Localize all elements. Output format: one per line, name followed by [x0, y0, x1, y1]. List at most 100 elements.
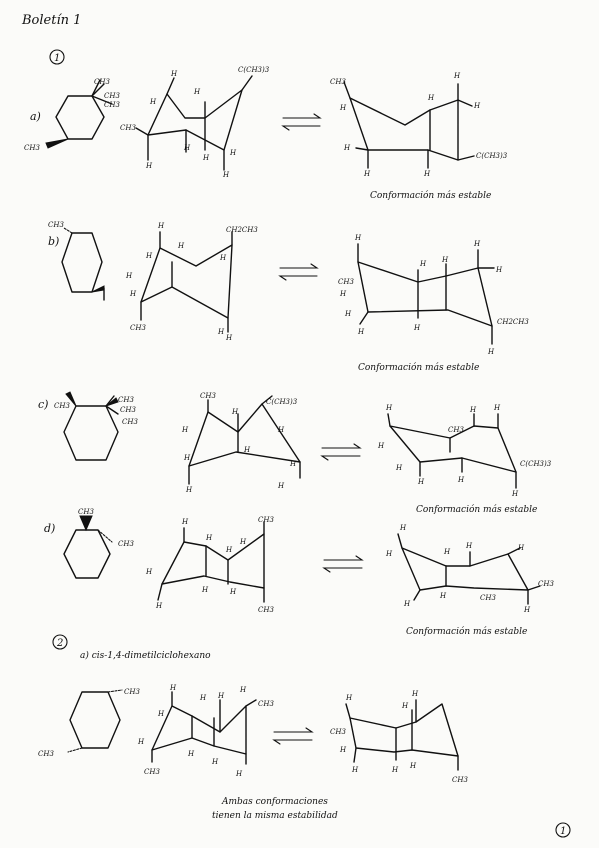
h-label: H: [243, 446, 251, 454]
a-chair2-tbu: C(CH3)3: [476, 152, 508, 160]
h-label: H: [399, 524, 407, 532]
h-label: H: [413, 324, 421, 332]
a-chair1-tbu: C(CH3)3: [238, 66, 270, 74]
c-chair2-tbu: C(CH3)3: [520, 460, 552, 468]
bond-c-2: [105, 405, 119, 415]
problem-1-number: 1: [54, 53, 60, 64]
problem-2-number: 2: [56, 638, 63, 649]
d-sub-ch3-1: CH3: [78, 508, 94, 516]
c-sub-ch3-2: CH3: [118, 396, 134, 404]
c-chair2-ch3: CH3: [448, 426, 464, 434]
h-label: H: [473, 240, 481, 248]
h-label: H: [177, 242, 185, 250]
hexagon-b: [61, 232, 103, 293]
hexagon-c: [63, 405, 119, 461]
h-label: H: [235, 770, 243, 778]
chair-q2-2: [345, 699, 459, 771]
d-chair1-ch3-top: CH3: [258, 516, 274, 524]
chair-a-1: [135, 75, 253, 171]
chair-d-2: [397, 533, 541, 605]
h-label: H: [419, 260, 427, 268]
h-label: H: [517, 544, 525, 552]
h-label: H: [487, 348, 495, 356]
hexagon-q2: [69, 691, 121, 749]
h-label: H: [409, 762, 417, 770]
q2-a-label: a) cis-1,4-dimetilciclohexano: [80, 650, 211, 661]
d-chair1-ch3-bot: CH3: [258, 606, 274, 614]
h-label: H: [403, 600, 411, 608]
a-chair2-ch3: CH3: [330, 78, 346, 86]
h-label: H: [137, 738, 145, 746]
h-label: H: [511, 490, 519, 498]
hash-bond-q2-2: [67, 747, 83, 753]
hash-bond-q2-1: [107, 689, 123, 693]
item-c-label: c): [38, 398, 48, 411]
h-label: H: [339, 746, 347, 754]
b-chair1-et: CH2CH3: [226, 226, 258, 234]
h-label: H: [385, 404, 393, 412]
h-label: H: [277, 426, 285, 434]
wedge-d: [79, 515, 93, 532]
h-label: H: [345, 694, 353, 702]
h-label: H: [453, 72, 461, 80]
a-sub-ch3-1: CH3: [94, 78, 110, 86]
h-label: H: [377, 442, 385, 450]
h-label: H: [217, 692, 225, 700]
problem-1-circle: [49, 49, 65, 65]
q2-caption-line1: Ambas conformaciones: [221, 797, 328, 807]
h-label: H: [439, 592, 447, 600]
bond-a-3: [91, 79, 101, 97]
h-label: H: [339, 104, 347, 112]
h-label: H: [385, 550, 393, 558]
h-label: H: [277, 482, 285, 490]
h-label: H: [201, 586, 209, 594]
hash-bond-b: [63, 227, 73, 234]
a-sub-ch3-left: CH3: [24, 144, 40, 152]
q2-chair1-ch3-bot: CH3: [144, 768, 160, 776]
h-label: H: [211, 758, 219, 766]
hexagon-d: [63, 529, 111, 579]
c-sub-ch3-4: CH3: [122, 418, 138, 426]
item-b-label: b): [48, 235, 59, 248]
bond-a-1: [91, 83, 105, 97]
h-label: H: [145, 568, 153, 576]
equilibrium-arrow-a: [281, 113, 322, 131]
h-label: H: [145, 252, 153, 260]
hash-bond-d: [97, 529, 113, 543]
page-number: 1: [560, 826, 566, 837]
h-label: H: [423, 170, 431, 178]
h-label: H: [401, 702, 409, 710]
h-label: H: [170, 70, 178, 78]
q2-chair1-ch3-top: CH3: [258, 700, 274, 708]
h-label: H: [231, 408, 239, 416]
chair-d-1: [157, 521, 265, 603]
a-sub-ch3-2: CH3: [104, 92, 120, 100]
h-label: H: [225, 546, 233, 554]
h-label: H: [193, 88, 201, 96]
wedge-a: [45, 138, 69, 149]
h-label: H: [187, 750, 195, 758]
h-label: H: [183, 144, 191, 152]
wedge-c-1: [65, 391, 77, 407]
chair-a-2: [343, 81, 475, 169]
h-label: H: [149, 98, 157, 106]
h-label: H: [157, 710, 165, 718]
h-label: H: [493, 404, 501, 412]
h-label: H: [473, 102, 481, 110]
b-caption: Conformación más estable: [358, 362, 479, 373]
problem-2-circle: [52, 634, 68, 650]
d-chair2-ch3-right: CH3: [538, 580, 554, 588]
h-label: H: [343, 144, 351, 152]
h-label: H: [199, 694, 207, 702]
h-label: H: [239, 538, 247, 546]
c-chair1-ch3: CH3: [200, 392, 216, 400]
h-label: H: [457, 476, 465, 484]
hexagon-a: [55, 95, 105, 140]
b-chair2-ch3: CH3: [338, 278, 354, 286]
page-number-circle: [555, 822, 571, 838]
d-chair2-ch3-bot: CH3: [480, 594, 496, 602]
h-label: H: [155, 602, 163, 610]
h-label: H: [427, 94, 435, 102]
